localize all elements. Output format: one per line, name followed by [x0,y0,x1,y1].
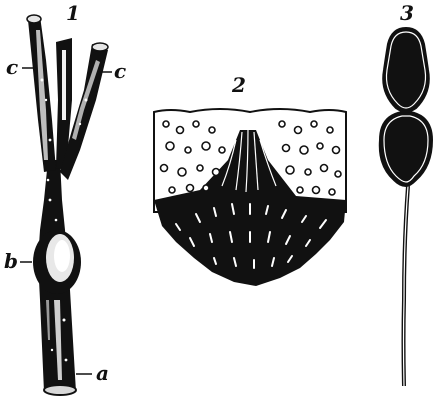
label-c-left: c [6,55,18,79]
label-c-right: c [114,59,126,83]
figure-2-tissue-section: 2 [154,73,346,286]
spore-upper-cell [383,28,429,112]
label-b: b [4,249,18,273]
figure-1-number: 1 [66,1,80,25]
figure-1-stem-drawing: 1 a b c c [4,1,126,395]
swelling-highlight-inner [54,240,70,272]
branch-right-cut-end [92,43,108,51]
stem-cut-end-bottom [44,385,76,395]
figure-2-number: 2 [231,73,246,97]
figure-3-spore: 3 [380,1,432,386]
branch-left-cut-end [27,15,41,23]
label-a: a [96,361,109,385]
spore-lower-cell [380,112,432,186]
figure-3-number: 3 [400,1,414,25]
branch-middle-highlight [62,50,66,120]
